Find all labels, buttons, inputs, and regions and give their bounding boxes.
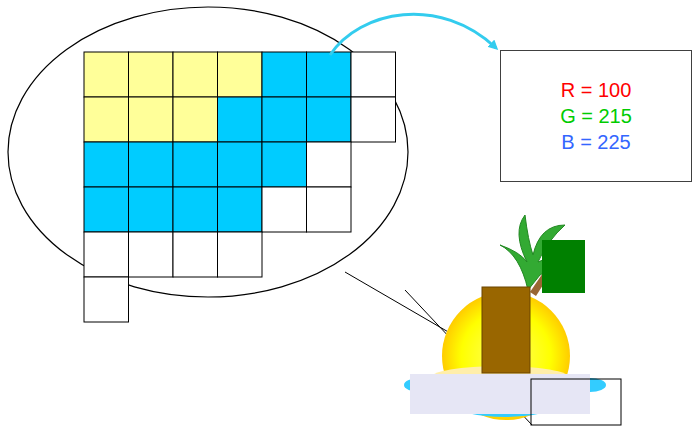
pixel-cell: [129, 142, 174, 187]
pixel-cell: [84, 142, 129, 187]
pixel-cell: [129, 97, 174, 142]
pixel-cell: [262, 97, 307, 142]
pixel-grid: [84, 52, 396, 322]
pixel-cell: [262, 52, 307, 97]
pixel-cell: [262, 142, 307, 187]
pixel-cell: [307, 142, 352, 187]
pixel-cell: [173, 187, 218, 232]
pixel-cell: [173, 232, 218, 277]
pixel-cell: [351, 52, 396, 97]
color-value: R = 100: [501, 77, 691, 103]
pixel-cell: [173, 52, 218, 97]
rgb-value-box: R = 100G = 215B = 225: [500, 50, 692, 182]
pixel-cell: [218, 187, 263, 232]
pixel-cell: [84, 277, 129, 322]
pixel-cell: [129, 187, 174, 232]
pixel-cell: [218, 52, 263, 97]
pixel-cell: [84, 52, 129, 97]
pixel-cell: [84, 97, 129, 142]
pixel-cell: [173, 142, 218, 187]
curved-arrow: [330, 14, 496, 55]
pixel-cell: [218, 97, 263, 142]
pixel-cell: [262, 187, 307, 232]
pixel-cell: [307, 187, 352, 232]
pixel-cell: [307, 52, 352, 97]
island-picture: [404, 215, 621, 425]
color-value: B = 225: [501, 129, 691, 155]
pixel-cell: [218, 142, 263, 187]
pixel-cell: [84, 232, 129, 277]
pixel-cell: [351, 97, 396, 142]
pixel-cell: [129, 52, 174, 97]
pixel-cell: [307, 97, 352, 142]
magnifier-ellipse: [8, 7, 408, 297]
pixel-cell: [129, 232, 174, 277]
leader-line: [345, 272, 531, 380]
color-value: G = 215: [501, 103, 691, 129]
pixel-cell: [173, 97, 218, 142]
pixel-cell: [84, 187, 129, 232]
pixel-cell: [218, 232, 263, 277]
